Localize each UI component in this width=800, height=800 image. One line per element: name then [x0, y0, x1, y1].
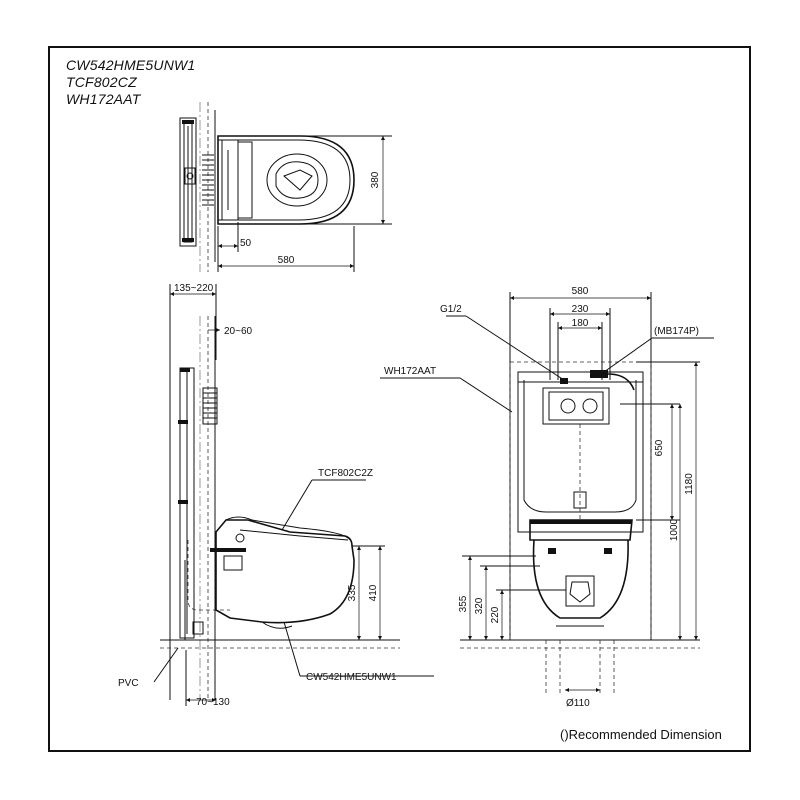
front-dim-220: 220: [490, 606, 501, 623]
front-dim-180: 180: [572, 318, 589, 329]
recommended-dimension-note: ()Recommended Dimension: [560, 727, 722, 742]
side-view: 135~220 20~60: [118, 283, 434, 708]
label-bowl-model: CW542HME5UNW1: [306, 672, 397, 683]
model-number-bowl: CW542HME5UNW1: [66, 57, 196, 73]
top-dim-580: 580: [278, 255, 295, 266]
label-inlet-g12: G1/2: [440, 304, 462, 315]
front-dim-230: 230: [572, 304, 589, 315]
front-dim-650: 650: [654, 439, 665, 456]
top-dim-380: 380: [370, 171, 381, 188]
front-dim-320: 320: [474, 597, 485, 614]
front-dim-355: 355: [458, 595, 469, 612]
top-dim-50: 50: [240, 238, 252, 249]
side-dim-135-220: 135~220: [174, 283, 214, 294]
label-seat-model: TCF802C2Z: [318, 468, 373, 479]
top-view-grille: [202, 154, 214, 206]
side-dim-20-60: 20~60: [224, 326, 253, 337]
front-dim-1180: 1180: [684, 473, 695, 495]
front-view: 580 230 180: [380, 286, 714, 709]
front-dim-580: 580: [572, 286, 589, 297]
side-dim-70-130: 70~130: [196, 697, 230, 708]
label-pvc: PVC: [118, 678, 139, 689]
drawing-frame: [48, 46, 751, 752]
model-number-frame: WH172AAT: [66, 91, 141, 107]
front-dim-1000: 1000: [669, 518, 680, 541]
side-dim-410: 410: [368, 584, 379, 601]
side-dim-335: 335: [347, 584, 358, 601]
label-tank-mb174p: (MB174P): [654, 326, 699, 337]
label-frame-wh172aat: WH172AAT: [384, 366, 436, 377]
top-view: 380 50 580: [179, 102, 392, 272]
model-number-seat: TCF802CZ: [66, 74, 137, 90]
front-dim-pipe-dia: Ø110: [566, 698, 590, 709]
